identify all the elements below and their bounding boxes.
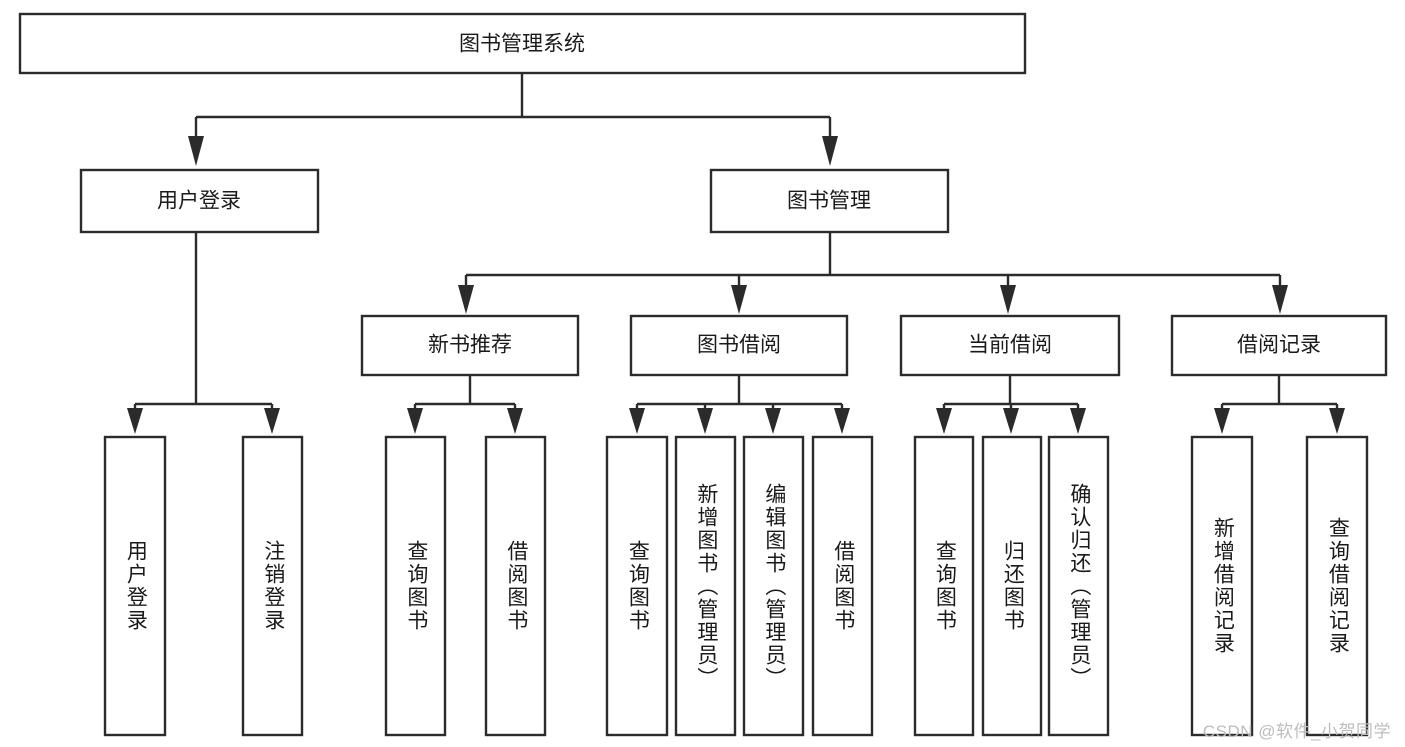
arrow-head-leaf-query-book-3 (936, 408, 952, 434)
connector-group-root-to-level2 (188, 73, 838, 166)
arrow-head-borrow-record (1272, 285, 1288, 314)
node-new-book-recommend-label: 新书推荐 (428, 334, 512, 357)
arrow-head-leaf-edit-book (765, 408, 781, 434)
arrow-head-new-book-recommend (458, 285, 474, 314)
node-book-management-box[interactable] (709, 168, 950, 234)
node-current-borrow-label: 当前借阅 (968, 334, 1052, 357)
node-book-borrow-box[interactable] (629, 314, 849, 377)
arrow-head-leaf-confirm-return (1070, 408, 1086, 434)
arrow-head-book-management (822, 136, 838, 166)
node-user-login-label: 用户登录 (157, 190, 241, 213)
node-leaf-query-record-box[interactable] (1305, 435, 1369, 737)
node-book-management-label: 图书管理 (787, 190, 871, 213)
node-borrow-record-box[interactable] (1170, 314, 1388, 377)
csdn-watermark: CSDN @软件_小贺同学 (1202, 722, 1391, 741)
node-root-label: 图书管理系统 (459, 33, 585, 56)
node-root[interactable]: 图书管理系统 (18, 12, 1027, 75)
arrow-head-leaf-query-book-2 (629, 408, 645, 434)
arrow-head-leaf-query-book-1 (407, 408, 423, 434)
node-book-borrow-label: 图书借阅 (697, 334, 781, 357)
node-current-borrow-box[interactable] (899, 314, 1121, 377)
node-leaf-query-book-2-box[interactable] (605, 435, 669, 737)
arrow-head-book-borrow (731, 285, 747, 314)
node-leaf-user-login-box[interactable] (103, 435, 167, 737)
arrow-head-leaf-add-record (1214, 408, 1230, 434)
node-root-box[interactable] (18, 12, 1027, 75)
connector-group-borrow-record-to-leaves (1214, 375, 1345, 434)
connector-group-new-book-recommend-to-leaves (407, 375, 523, 434)
node-leaf-confirm-return-box[interactable] (1047, 435, 1110, 737)
arrow-head-current-borrow (1000, 285, 1016, 314)
node-borrow-record-label: 借阅记录 (1237, 334, 1321, 357)
node-user-login[interactable]: 用户登录 (79, 168, 320, 234)
node-book-borrow[interactable]: 图书借阅 (629, 314, 849, 377)
arrow-head-leaf-query-record (1329, 408, 1345, 434)
node-borrow-record[interactable]: 借阅记录 (1170, 314, 1388, 377)
node-leaf-borrow-book-1-box[interactable] (484, 435, 547, 737)
node-leaf-query-book-3-box[interactable] (913, 435, 975, 737)
arrow-head-leaf-borrow-book-2 (834, 408, 850, 434)
node-user-login-box[interactable] (79, 168, 320, 234)
connector-group-current-borrow-to-leaves (936, 375, 1086, 434)
node-leaf-add-record-box[interactable] (1190, 435, 1254, 737)
node-leaf-borrow-book-2-box[interactable] (811, 435, 874, 737)
node-book-management[interactable]: 图书管理 (709, 168, 950, 234)
node-leaf-edit-book-box[interactable] (742, 435, 805, 737)
arrow-head-leaf-user-login (127, 408, 143, 434)
arrow-head-leaf-logout (264, 408, 280, 434)
node-leaf-query-book-1-box[interactable] (384, 435, 447, 737)
node-current-borrow[interactable]: 当前借阅 (899, 314, 1121, 377)
node-new-book-recommend[interactable]: 新书推荐 (360, 314, 580, 377)
arrow-head-leaf-add-book (697, 408, 713, 434)
arrow-head-user-login (188, 136, 204, 166)
connector-group-book-management-to-level3 (458, 232, 1288, 314)
connector-group-book-borrow-to-leaves (629, 375, 850, 434)
connector-group-user-login-to-leaves (127, 232, 280, 434)
arrow-head-leaf-borrow-book-1 (507, 408, 523, 434)
node-leaf-add-book-box[interactable] (674, 435, 737, 737)
node-leaf-return-book-box[interactable] (981, 435, 1043, 737)
node-new-book-recommend-box[interactable] (360, 314, 580, 377)
arrow-head-leaf-return-book (1003, 408, 1019, 434)
node-leaf-logout-box[interactable] (241, 435, 304, 737)
